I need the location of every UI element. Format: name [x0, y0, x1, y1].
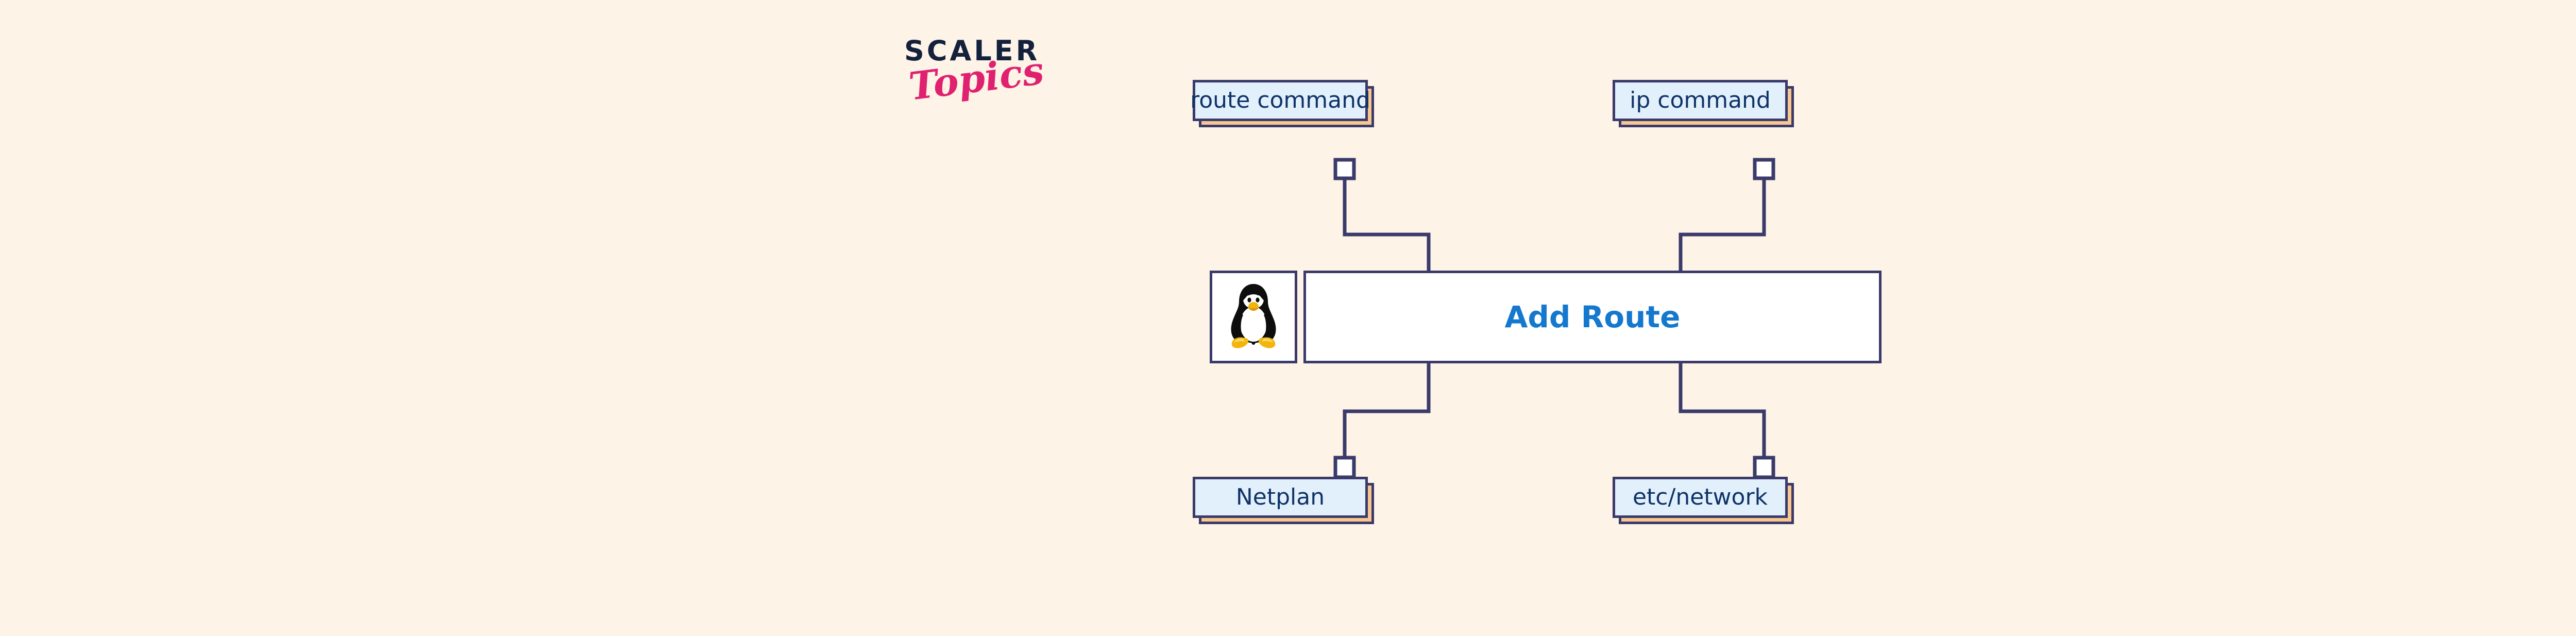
- node-label-route-command: route command: [1190, 87, 1370, 113]
- node-label-ip-command: ip command: [1630, 87, 1771, 113]
- node-label-add-route: Add Route: [1504, 299, 1681, 334]
- brand-primary-text: SCALER: [904, 35, 1040, 67]
- port-route-command: [1333, 158, 1356, 180]
- edge-add-route-to-etc-network: [1679, 363, 1766, 459]
- edge-route-command-to-add-route: [1343, 177, 1431, 271]
- port-ip-command: [1753, 158, 1775, 180]
- node-add-route[interactable]: Add Route: [1303, 271, 1882, 363]
- port-etc-network: [1753, 456, 1775, 479]
- node-label-netplan: Netplan: [1235, 484, 1325, 510]
- node-etc-network[interactable]: etc/network: [1613, 477, 1788, 518]
- scaler-topics-logo: SCALER Topics: [904, 37, 1069, 130]
- port-netplan: [1333, 456, 1356, 479]
- edge-ip-command-to-add-route: [1679, 177, 1766, 271]
- node-ip-command[interactable]: ip command: [1613, 80, 1788, 121]
- node-route-command[interactable]: route command: [1190, 80, 1370, 121]
- edge-add-route-to-netplan: [1343, 363, 1431, 459]
- linux-tux-penguin-icon: [1210, 271, 1297, 363]
- node-netplan[interactable]: Netplan: [1193, 477, 1368, 518]
- node-label-etc-network: etc/network: [1632, 484, 1768, 510]
